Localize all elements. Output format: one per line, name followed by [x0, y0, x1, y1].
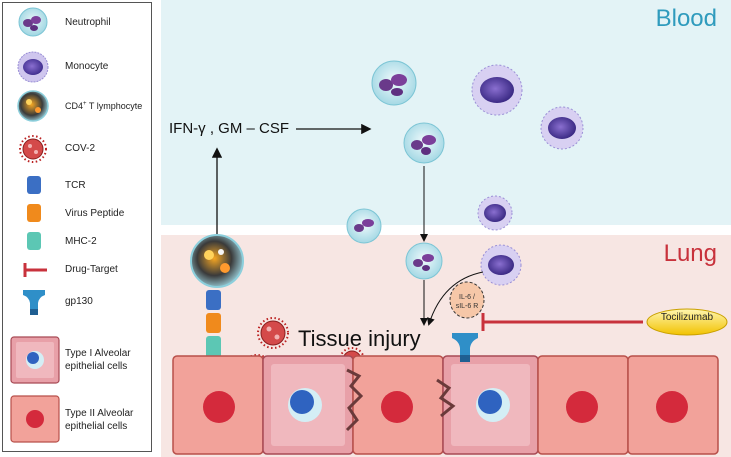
neutrophil-cell	[405, 242, 443, 280]
virus-peptide	[206, 313, 221, 333]
virus-peptide-icon	[27, 204, 41, 222]
lung-label: Lung	[663, 240, 717, 267]
monocyte-cell	[477, 195, 513, 231]
il6-particle	[449, 281, 485, 319]
gp130-icon	[23, 290, 45, 315]
legend-t-lymphocyte-label: CD4+ T lymphocyte	[65, 101, 143, 111]
blood-label: Blood	[655, 5, 717, 32]
il6-label: IL-6 /sIL-6 R	[455, 294, 479, 310]
tocilizumab-inhibition-line	[481, 313, 643, 331]
tissue-damage	[345, 368, 364, 432]
legend-panel: Neutrophil Monocyte CD4+ T lymphocyte CO…	[2, 2, 152, 452]
neutrophil-cell	[346, 208, 382, 244]
type2-nucleus	[203, 391, 235, 423]
type1-nucleus	[478, 390, 502, 414]
type1-alveolar-cell-icon	[10, 336, 60, 384]
cov2-virus	[257, 317, 289, 349]
legend-virus-peptide-label: Virus Peptide	[65, 208, 125, 219]
type2-nucleus	[566, 391, 598, 423]
blood-region	[161, 0, 731, 225]
diagram-graphics	[172, 60, 728, 455]
tissue-injury-label: Tissue injury	[298, 326, 421, 351]
epithelial-layer	[172, 355, 719, 455]
legend-drug-target-label: Drug-Target	[65, 264, 118, 275]
tcr-receptor	[206, 290, 221, 310]
monocyte-cell	[471, 64, 523, 116]
tcr-icon	[27, 176, 41, 194]
tocilizumab-capsule	[646, 308, 728, 336]
gp130-receptor	[452, 333, 478, 362]
neutrophil-cell	[371, 60, 417, 106]
tissue-damage	[436, 378, 456, 418]
legend-neutrophil-label: Neutrophil	[65, 17, 111, 28]
legend-cov2-label: COV-2	[65, 143, 96, 154]
neutrophil-icon	[18, 7, 48, 37]
cytokine-label: IFN-γ , GM – CSF	[169, 120, 289, 137]
tocilizumab-label: Tocilizumab	[660, 312, 714, 323]
drug-target-icon	[23, 263, 47, 277]
legend-monocyte-label: Monocyte	[65, 61, 109, 72]
mhc2-molecule	[206, 336, 221, 358]
arrow-monocyte-to-injury	[427, 271, 484, 326]
legend-mhc2-label: MHC-2	[65, 236, 97, 247]
legend-gp130-label: gp130	[65, 296, 93, 307]
monocyte-cell	[540, 106, 584, 150]
type1-nucleus	[290, 390, 314, 414]
monocyte-icon	[17, 51, 49, 83]
legend-tcr-label: TCR	[65, 180, 86, 191]
mhc2-icon	[27, 232, 41, 250]
type2-nucleus	[381, 391, 413, 423]
diagram-area: Blood Lung IFN-γ , GM – CSF Tissue injur…	[161, 0, 731, 457]
type2-nucleus	[656, 391, 688, 423]
monocyte-cell	[480, 244, 522, 286]
legend-icons	[10, 7, 60, 443]
t-lymphocyte-icon	[17, 90, 49, 122]
t-lymphocyte-cell	[190, 234, 244, 288]
neutrophil-cell	[403, 122, 445, 164]
type2-alveolar-cell-icon	[10, 395, 60, 443]
cov2-virus-icon	[19, 135, 47, 163]
